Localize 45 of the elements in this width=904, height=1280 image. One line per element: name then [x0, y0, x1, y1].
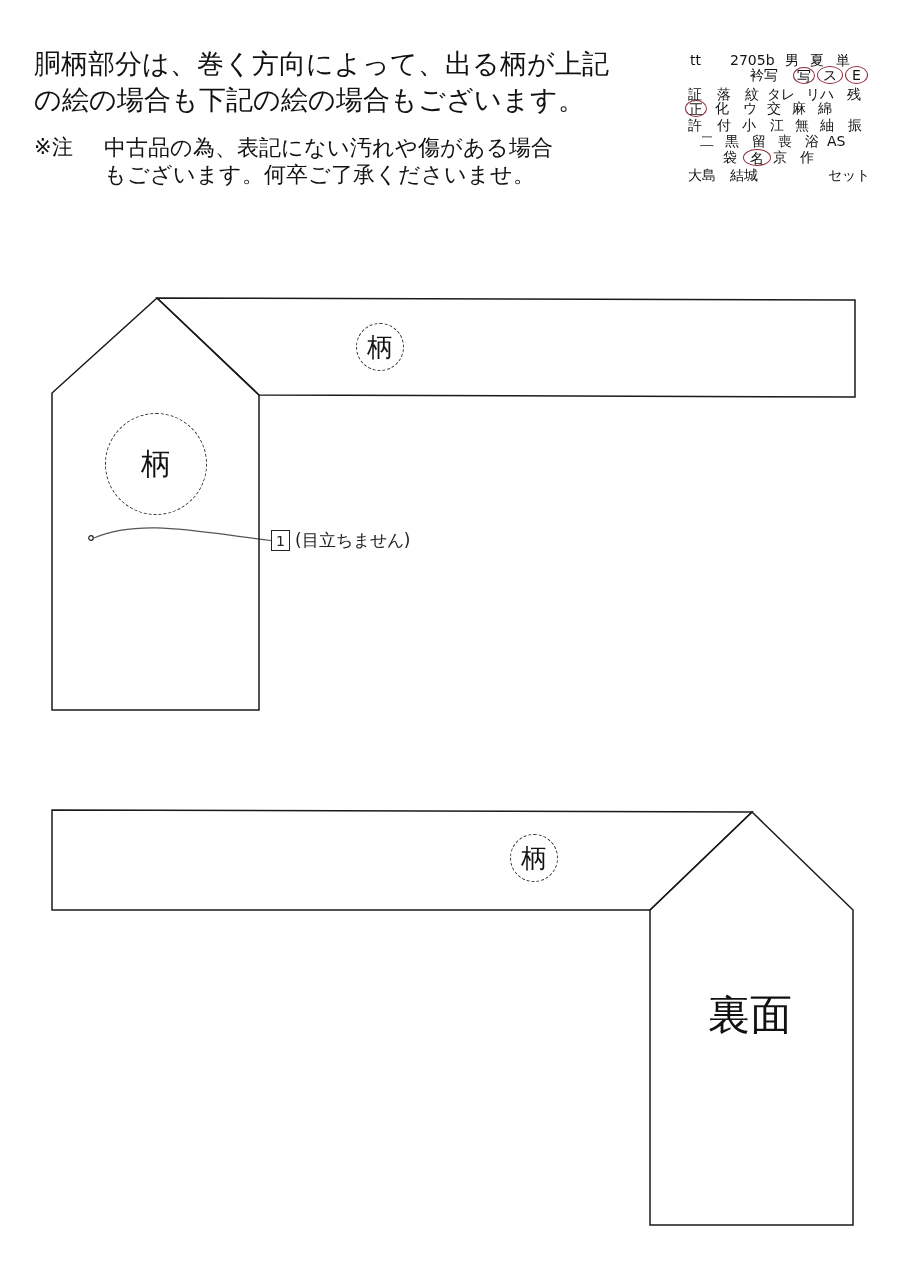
code-text: 小 [742, 118, 756, 132]
code-text: 作 [800, 150, 814, 164]
code-text: セット [828, 168, 870, 182]
code-text: 黒 [725, 134, 739, 148]
callout-number: 1 [271, 530, 290, 551]
leader-line [93, 527, 272, 542]
code-text: 喪 [778, 134, 792, 148]
code-text: 麻 [792, 101, 806, 115]
band-outline [51, 809, 753, 911]
code-text: リハ [806, 87, 834, 101]
code-text: 二 [700, 134, 714, 148]
code-text: 残 [847, 87, 861, 101]
code-text: 衿写 [750, 68, 778, 82]
code-text: AS [827, 134, 846, 148]
code-text: 2705b [730, 53, 775, 67]
code-text: 紋 [745, 87, 759, 101]
code-text: 綿 [818, 101, 832, 115]
code-text: 無 [795, 118, 809, 132]
code-text: 江 [770, 118, 784, 132]
code-text: 大島 [688, 168, 716, 182]
code-text: 付 [717, 118, 731, 132]
dot-mark [88, 535, 94, 541]
code-text: 男 [785, 53, 799, 67]
code-text: 落 [717, 87, 731, 101]
band-outline [156, 297, 856, 398]
code-text: 結城 [730, 168, 758, 182]
code-text: 交 [767, 101, 781, 115]
code-text: 浴 [805, 134, 819, 148]
code-text: 単 [836, 53, 850, 67]
code-text: 夏 [810, 53, 824, 67]
code-text: 振 [848, 118, 862, 132]
handwritten-note: (目立ちません) [295, 530, 411, 551]
code-text: 証 [688, 87, 702, 101]
code-text: 袋 [723, 150, 737, 164]
note-mark: ※注 [34, 134, 73, 161]
pentagon-outline [51, 297, 260, 711]
pentagon-outline [649, 811, 854, 1226]
code-text: tt [690, 53, 701, 67]
instruction-text: 胴柄部分は、巻く方向によって、出る柄が上記の絵の場合も下記の絵の場合もございます。 [34, 47, 610, 117]
code-text: 紬 [820, 118, 834, 132]
code-text: ウ [743, 101, 757, 115]
panel-label: 裏面 [708, 994, 792, 1036]
code-text: タレ [767, 87, 795, 101]
code-text: 化 [715, 101, 729, 115]
note-text: 中古品の為、表記にない汚れや傷がある場合もございます。何卒ご了承くださいませ。 [104, 134, 554, 188]
